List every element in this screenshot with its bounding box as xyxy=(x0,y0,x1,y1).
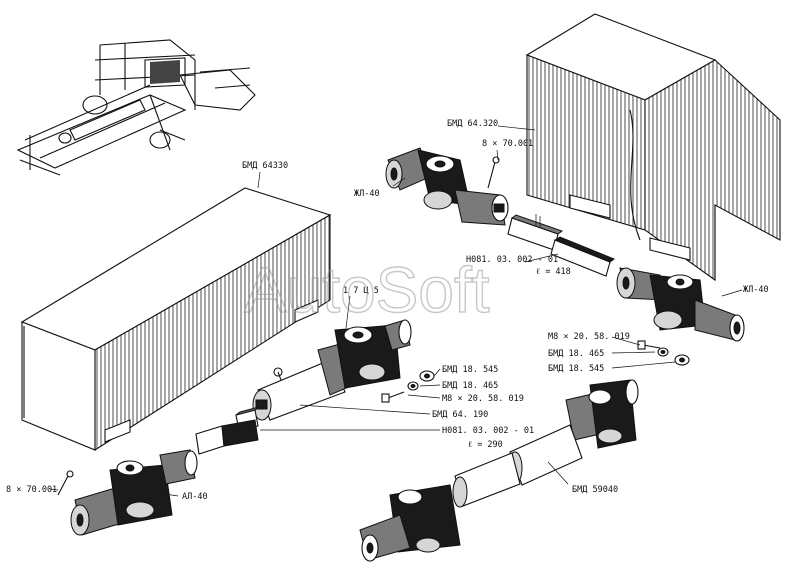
machine-overview-sketch xyxy=(16,39,256,176)
right-bolt-washers xyxy=(637,340,690,366)
label-washer-left-1: БМД 18. 545 xyxy=(442,365,498,375)
watermark-text: AutoSoft xyxy=(244,254,490,326)
label-shaft-long: БМД 59040 xyxy=(572,485,618,495)
label-shaft-lower-len: ℓ = 290 xyxy=(468,440,503,450)
upper-right-universal-joint xyxy=(616,267,745,342)
label-bolt-left: М8 × 20. 58. 019 xyxy=(442,394,524,404)
label-cover-lower: БМД 64330 xyxy=(242,161,288,171)
label-joint-upper-right: ЖЛ-40 xyxy=(743,285,769,295)
left-bolt-washers xyxy=(381,370,435,403)
lower-cotter-pin xyxy=(57,470,74,496)
long-drive-shaft xyxy=(359,379,639,562)
upper-cotter-pin xyxy=(487,149,500,189)
label-washer-right-2: БМД 18. 545 xyxy=(548,364,604,374)
label-bolt-right: М8 × 20. 58. 019 xyxy=(548,332,630,342)
label-shaft-upper-code: Н081. 03. 002 - 01 xyxy=(466,255,558,265)
label-small-code: 1 7 Ц 5 xyxy=(343,286,379,296)
label-joint-lower-left: АЛ-40 xyxy=(182,492,208,502)
label-washer-right-1: БМД 18. 465 xyxy=(548,349,604,359)
label-washer-left-2: БМД 18. 465 xyxy=(442,381,498,391)
label-shaft-upper-len: ℓ = 418 xyxy=(536,267,571,277)
label-shaft-lower-code: Н081. 03. 002 - 01 xyxy=(442,426,534,436)
upper-left-universal-joint xyxy=(385,147,509,226)
lower-left-universal-joint xyxy=(70,449,198,536)
label-joint-upper-left: ЖЛ-40 xyxy=(354,189,380,199)
middle-joint-tube xyxy=(252,319,412,421)
label-cover-upper: БМД 64.320 xyxy=(447,119,498,129)
leader-lines xyxy=(49,125,743,497)
lower-shaft-square-bar xyxy=(195,406,260,455)
label-pin-lower: 8 × 70.001 xyxy=(6,485,57,495)
upper-guard-cover xyxy=(525,13,781,282)
lower-guard-cover xyxy=(20,187,332,452)
label-tube-code: БМД 64. 190 xyxy=(432,410,488,420)
part-labels: БМД 64.320 БМД 64330 8 × 70.001 ЖЛ-40 ЖЛ… xyxy=(6,119,769,502)
upper-shaft-square-bar xyxy=(507,214,616,277)
label-pin-upper: 8 × 70.001 xyxy=(482,139,533,149)
